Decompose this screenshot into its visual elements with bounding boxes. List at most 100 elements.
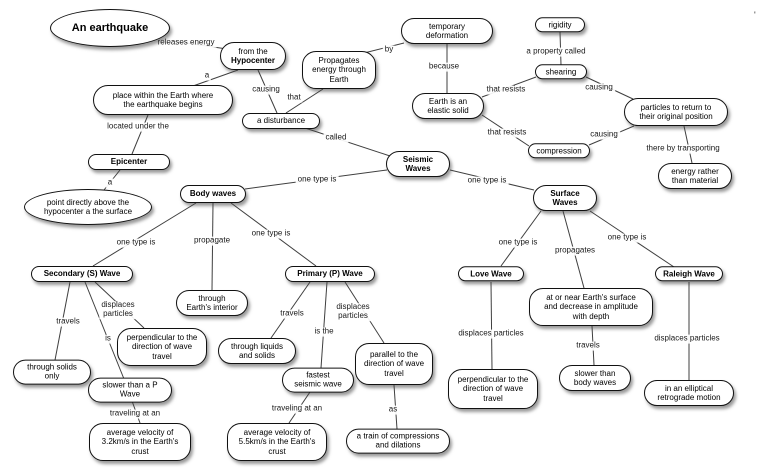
concept-node-shearing[interactable]: shearing: [535, 64, 587, 80]
concept-node-train-compressions-text: and dilations: [375, 441, 421, 450]
concept-node-love-wave-text: Love Wave: [470, 269, 512, 279]
edge-label-that: that: [285, 92, 303, 103]
edge-label-that-resists-compression: that resists: [485, 127, 529, 138]
concept-node-seismic-waves-text: Waves: [405, 164, 431, 173]
concept-node-an-earthquake-text: An earthquake: [71, 21, 149, 34]
concept-node-avg-velocity-32-text: 3.2km/s in the Earth's: [101, 437, 179, 447]
concept-node-propagates-energy-text: Earth: [329, 74, 349, 84]
concept-node-body-waves[interactable]: Body waves: [180, 185, 246, 203]
concept-node-compression-text: compression: [536, 146, 582, 156]
concept-node-particles-return-text: their original position: [639, 112, 713, 121]
concept-node-an-earthquake[interactable]: An earthquake: [50, 9, 170, 47]
concept-node-propagates-energy-text: Propagates: [318, 55, 360, 65]
edge-label-located-under-the: located under the: [105, 121, 171, 132]
edge-label-one-type-is-love: one type is: [496, 237, 540, 248]
concept-node-slower-than-p-text: slower than a P: [102, 380, 158, 390]
edge-line-body-secondary: [92, 202, 197, 267]
concept-node-slower-than-body-text: body waves: [573, 378, 617, 387]
concept-node-primary-p-wave[interactable]: Primary (P) Wave: [285, 266, 375, 282]
concept-node-a-disturbance[interactable]: a disturbance: [242, 113, 320, 129]
edge-label-a-epicenter: a: [105, 177, 115, 188]
concept-node-through-earths-interior-text: through: [198, 293, 226, 303]
concept-node-point-directly-above-text: point directly above the: [46, 197, 130, 207]
concept-node-surface-waves-text: Waves: [552, 198, 578, 207]
concept-node-at-or-near-surface-text: at or near Earth's surface: [546, 292, 636, 302]
concept-node-epicenter[interactable]: Epicenter: [88, 154, 170, 170]
edge-label-one-type-is-surface: one type is: [465, 175, 509, 186]
concept-node-energy-rather-text: energy rather: [671, 166, 719, 176]
concept-node-surface-waves-text: Surface: [550, 188, 580, 198]
edge-label-traveling-at-an-right: traveling at an: [269, 403, 325, 414]
edge-label-displaces-particles-raleigh: displaces particles: [652, 333, 722, 344]
concept-node-secondary-s-wave-text: Secondary (S) Wave: [43, 269, 121, 279]
concept-node-avg-velocity-32-text: crust: [131, 446, 149, 456]
edge-label-there-by-transporting: there by transporting: [644, 143, 722, 154]
edge-label-as: as: [386, 404, 400, 415]
edge-label-traveling-at-an-left: traveling at an: [107, 408, 163, 419]
edge-label-travels-primary: travels: [278, 308, 306, 319]
edge-label-is-secondary: is: [103, 333, 113, 344]
concept-node-secondary-s-wave[interactable]: Secondary (S) Wave: [31, 266, 133, 282]
concept-node-primary-p-wave-text: Primary (P) Wave: [297, 269, 363, 279]
concept-node-elliptical-retrograde-text: retrograde motion: [657, 393, 721, 402]
concept-node-avg-velocity-55-text: average velocity of: [243, 427, 311, 437]
concept-node-perpendicular-love-text: perpendicular to the: [457, 374, 529, 384]
concept-node-at-or-near-surface-text: and decrease in amplitude: [544, 302, 638, 312]
concept-node-shearing-text: shearing: [545, 67, 577, 77]
edge-label-by: by: [382, 44, 396, 55]
concept-node-earth-elastic-solid-text: elastic solid: [427, 106, 469, 115]
concept-node-love-wave[interactable]: Love Wave: [458, 266, 524, 282]
edge-label-a-property-called: a property called: [524, 46, 588, 57]
concept-node-through-liquids-solids-text: through liquids: [230, 341, 284, 351]
edge-line-secondary-slower: [84, 281, 125, 380]
edge-label-one-type-is-primary: one type is: [249, 228, 293, 239]
concept-node-avg-velocity-55-text: 5.5km/s in the Earth's: [238, 437, 316, 447]
concept-node-raleigh-wave[interactable]: Raleigh Wave: [655, 266, 723, 282]
edge-label-displaces-particles-love: displaces particles: [456, 328, 526, 339]
concept-node-rigidity[interactable]: rigidity: [535, 17, 585, 33]
edge-line-love-perpendicular: [490, 281, 493, 370]
concept-node-temporary-deformation-text: temporary: [428, 21, 465, 31]
edge-label-called: called: [323, 132, 349, 143]
concept-node-particles-return-text: particles to return to: [640, 102, 712, 112]
concept-node-perpendicular-love-text: direction of wave: [462, 384, 524, 394]
concept-node-avg-velocity-55-text: crust: [268, 446, 286, 456]
concept-node-point-directly-above-text: hypocenter a the surface: [43, 207, 133, 216]
concept-node-perpendicular-s-text: travel: [152, 351, 172, 361]
concept-node-elliptical-retrograde-text: in an elliptical: [664, 383, 714, 393]
concept-node-perpendicular-love-text: travel: [483, 393, 503, 403]
concept-node-body-waves-text: Body waves: [189, 189, 237, 199]
concept-node-compression[interactable]: compression: [528, 143, 590, 159]
concept-node-parallel-direction-text: parallel to the: [369, 349, 419, 359]
concept-node-epicenter-text: Epicenter: [110, 157, 148, 167]
edge-label-causing-compression: causing: [588, 129, 620, 140]
edge-line-place-epicenter: [131, 114, 149, 155]
concept-node-fastest-seismic-text: fastest: [306, 370, 330, 380]
edge-line-hypocenter-place: [192, 69, 239, 87]
